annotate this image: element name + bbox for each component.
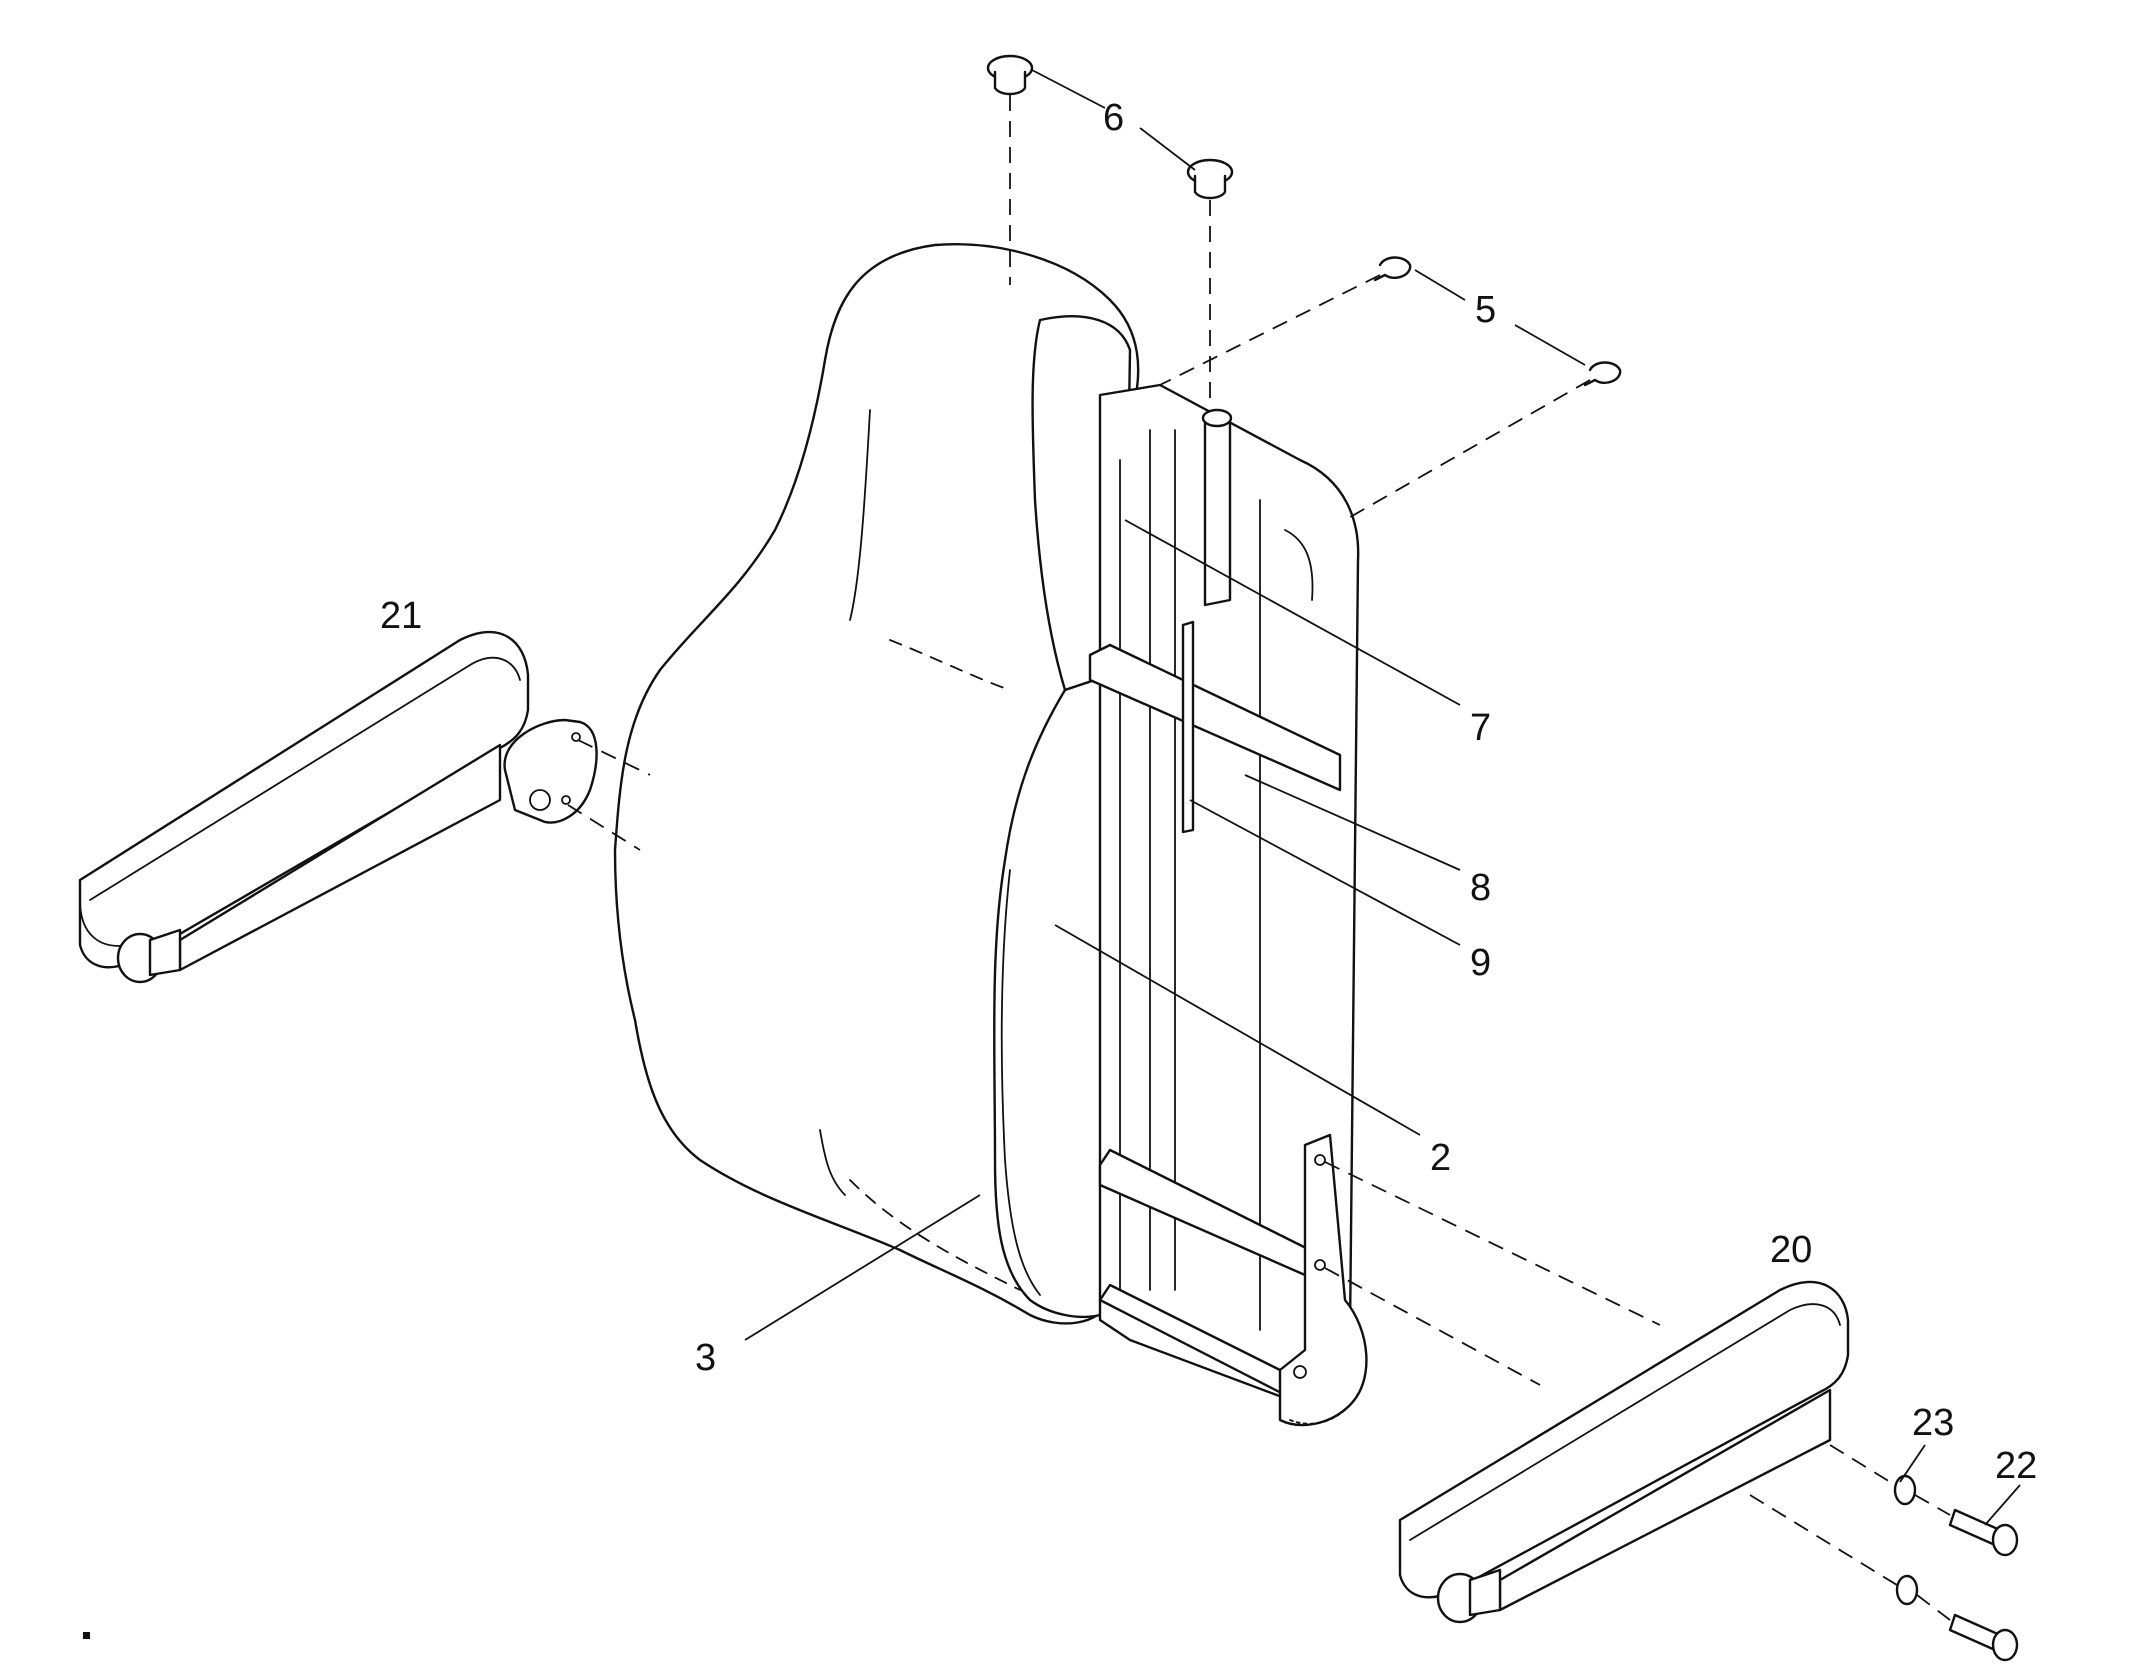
label-21: 21 <box>380 595 422 637</box>
bolt-upper <box>1948 1508 2019 1557</box>
clip-left <box>1373 256 1412 282</box>
label-23: 23 <box>1912 1402 1954 1444</box>
label-8: 8 <box>1470 867 1491 909</box>
label-22: 22 <box>1995 1445 2037 1487</box>
washer-upper <box>1893 1474 1917 1506</box>
washer-lower <box>1895 1574 1919 1606</box>
assembly-lines <box>567 95 1951 1621</box>
corner-dot <box>83 1632 90 1639</box>
leader-lines <box>744 69 2021 1526</box>
label-2: 2 <box>1430 1137 1451 1179</box>
armrest-left <box>78 630 598 984</box>
label-5: 5 <box>1475 289 1496 331</box>
label-9: 9 <box>1470 942 1491 984</box>
seat-back-frame <box>1088 383 1368 1427</box>
plug-left <box>986 54 1034 96</box>
label-3: 3 <box>695 1337 716 1379</box>
label-20: 20 <box>1770 1229 1812 1271</box>
bolt-lower <box>1948 1613 2019 1662</box>
armrest-right <box>1398 1280 1850 1624</box>
plug-right <box>1186 158 1234 200</box>
label-6: 6 <box>1103 97 1124 139</box>
clip-right <box>1583 361 1622 387</box>
label-7: 7 <box>1470 707 1491 749</box>
